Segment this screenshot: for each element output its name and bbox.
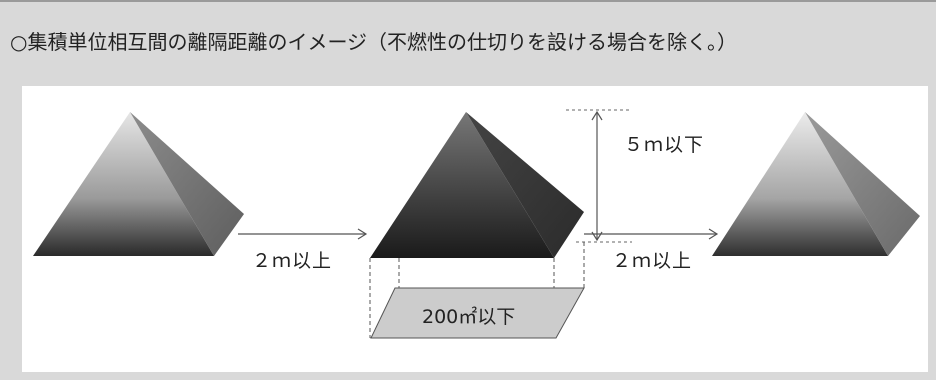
height-dimension xyxy=(566,109,632,243)
distance-label-left: ２ｍ以上 xyxy=(252,250,333,272)
height-label: ５ｍ以下 xyxy=(624,134,705,156)
figure-title: ○集積単位相互間の離隔距離のイメージ（不燃性の仕切りを設ける場合を除く。） xyxy=(10,30,738,54)
distance-arrow-right xyxy=(584,228,719,240)
area-footprint xyxy=(370,287,585,339)
pile-right xyxy=(712,112,920,256)
distance-arrow-left xyxy=(238,228,368,240)
area-label: 200㎡以下 xyxy=(422,306,516,328)
pile-left xyxy=(33,112,244,256)
distance-label-right: ２ｍ以上 xyxy=(612,250,693,272)
pile-center xyxy=(370,112,584,258)
